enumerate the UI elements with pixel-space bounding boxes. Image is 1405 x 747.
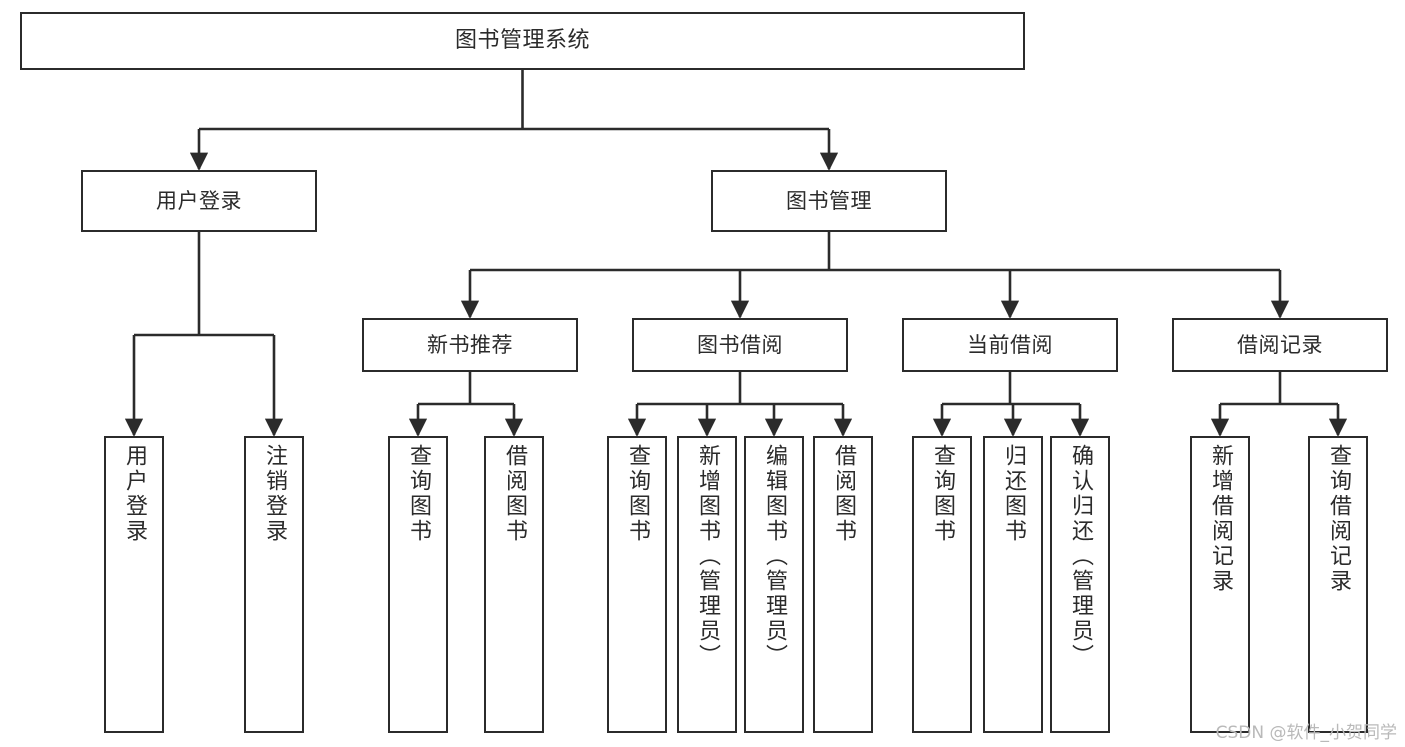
node-leaf-rec-1[interactable]: 新增借阅记录 <box>1190 436 1250 733</box>
node-leaf-rec-2[interactable]: 查询借阅记录 <box>1308 436 1368 733</box>
node-bookmgmt[interactable]: 图书管理 <box>711 170 947 232</box>
node-label: 借阅图书 <box>831 444 856 544</box>
node-label: 新增借阅记录 <box>1208 444 1233 594</box>
node-label: 确认归还（管理员） <box>1068 444 1093 669</box>
node-label: 图书借阅 <box>697 332 783 357</box>
node-leaf-bor-3[interactable]: 编辑图书（管理员） <box>744 436 804 733</box>
node-label: 借阅图书 <box>502 444 527 544</box>
node-leaf-new-1[interactable]: 查询图书 <box>388 436 448 733</box>
node-leaf-cur-1[interactable]: 查询图书 <box>912 436 972 733</box>
node-leaf-cur-2[interactable]: 归还图书 <box>983 436 1043 733</box>
node-label: 查询图书 <box>930 444 955 544</box>
node-records[interactable]: 借阅记录 <box>1172 318 1388 372</box>
node-leaf-bor-2[interactable]: 新增图书（管理员） <box>677 436 737 733</box>
node-newbook[interactable]: 新书推荐 <box>362 318 578 372</box>
csdn-watermark: CSDN @软件_小贺同学 <box>1215 723 1397 743</box>
node-leaf-new-2[interactable]: 借阅图书 <box>484 436 544 733</box>
node-label: 编辑图书（管理员） <box>762 444 787 669</box>
node-label: 借阅记录 <box>1237 332 1323 357</box>
node-label: 图书管理 <box>786 188 872 213</box>
node-leaf-bor-4[interactable]: 借阅图书 <box>813 436 873 733</box>
node-login[interactable]: 用户登录 <box>81 170 317 232</box>
node-current[interactable]: 当前借阅 <box>902 318 1118 372</box>
node-label: 用户登录 <box>156 188 242 213</box>
node-root[interactable]: 图书管理系统 <box>20 12 1025 70</box>
node-label: 用户登录 <box>122 444 147 544</box>
node-label: 图书管理系统 <box>454 28 590 54</box>
node-label: 当前借阅 <box>967 332 1053 357</box>
node-label: 归还图书 <box>1001 444 1026 544</box>
node-label: 新增图书（管理员） <box>695 444 720 669</box>
node-label: 注销登录 <box>262 444 287 544</box>
node-leaf-login-1[interactable]: 用户登录 <box>104 436 164 733</box>
node-label: 查询图书 <box>625 444 650 544</box>
node-borrow[interactable]: 图书借阅 <box>632 318 848 372</box>
node-leaf-login-2[interactable]: 注销登录 <box>244 436 304 733</box>
node-leaf-cur-3[interactable]: 确认归还（管理员） <box>1050 436 1110 733</box>
node-label: 查询图书 <box>406 444 431 544</box>
node-label: 新书推荐 <box>427 332 513 357</box>
node-leaf-bor-1[interactable]: 查询图书 <box>607 436 667 733</box>
node-label: 查询借阅记录 <box>1326 444 1351 594</box>
